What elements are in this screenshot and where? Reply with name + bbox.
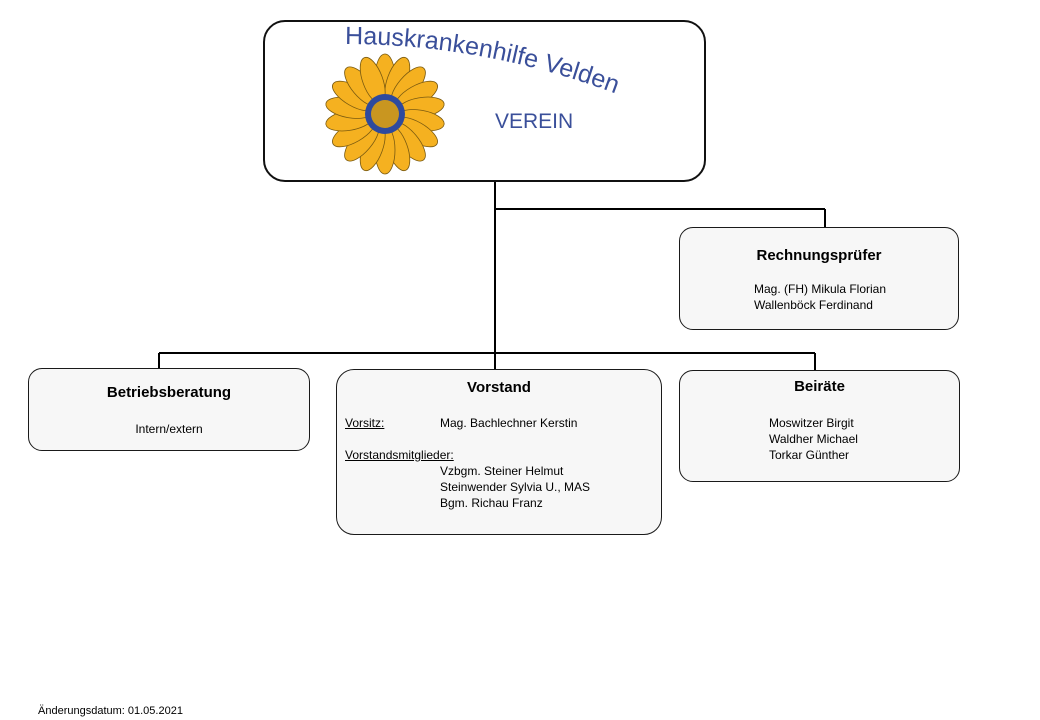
sunflower-icon xyxy=(325,53,445,175)
betriebsberatung-box: Betriebsberatung Intern/extern xyxy=(28,368,310,451)
rechnungspruefer-member: Mag. (FH) Mikula Florian xyxy=(754,282,887,296)
vorsitz-label: Vorsitz: xyxy=(345,416,385,430)
beiraete-member: Torkar Günther xyxy=(769,448,850,462)
betriebsberatung-note: Intern/extern xyxy=(135,422,203,436)
association-logo: Hauskrankenhilfe Velden VEREIN xyxy=(325,22,623,175)
vorstand-member: Bgm. Richau Franz xyxy=(440,496,543,510)
vorstand-member: Steinwender Sylvia U., MAS xyxy=(440,480,591,494)
beiraete-box: Beiräte Moswitzer Birgit Waldher Michael… xyxy=(679,370,960,482)
rechnungspruefer-box: Rechnungsprüfer Mag. (FH) Mikula Florian… xyxy=(679,227,959,330)
rechnungspruefer-member: Wallenböck Ferdinand xyxy=(754,298,873,312)
beiraete-member: Moswitzer Birgit xyxy=(769,416,854,430)
vorstandsmitglieder-label: Vorstandsmitglieder: xyxy=(345,448,454,462)
logo-subtitle: VEREIN xyxy=(495,110,573,133)
vorsitz-name: Mag. Bachlechner Kerstin xyxy=(440,416,578,430)
vorstand-title: Vorstand xyxy=(467,379,531,396)
logo-box: Hauskrankenhilfe Velden VEREIN xyxy=(263,20,706,182)
vorstand-box: Vorstand Vorsitz: Mag. Bachlechner Kerst… xyxy=(336,369,662,535)
betriebsberatung-title: Betriebsberatung xyxy=(106,384,232,401)
beiraete-title: Beiräte xyxy=(794,378,845,395)
beiraete-member: Waldher Michael xyxy=(769,432,858,446)
sunflower-seedhead xyxy=(371,100,399,128)
vorstand-member: Vzbgm. Steiner Helmut xyxy=(440,464,564,478)
rechnungspruefer-title: Rechnungsprüfer xyxy=(756,247,882,264)
change-date: Änderungsdatum: 01.05.2021 xyxy=(38,705,183,717)
